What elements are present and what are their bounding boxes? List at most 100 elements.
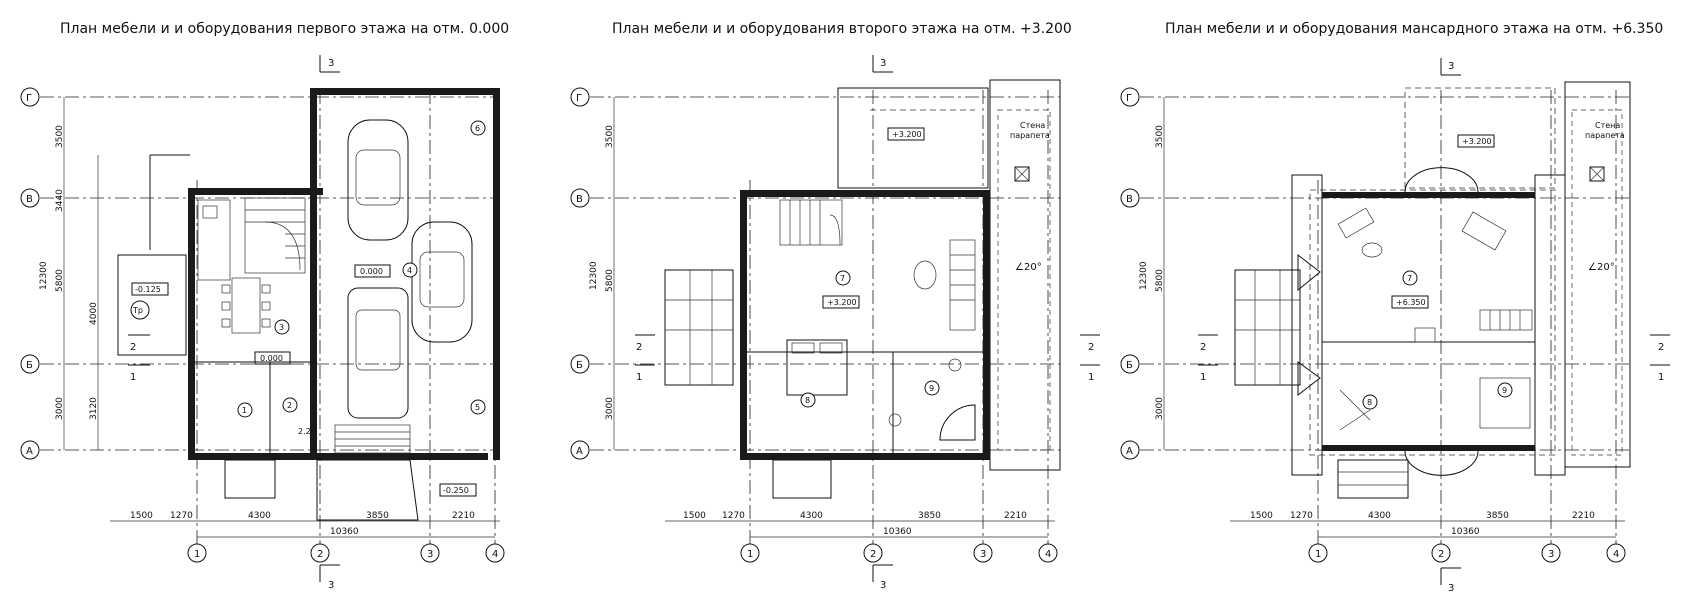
svg-text:1: 1 (130, 372, 136, 383)
svg-text:1: 1 (242, 406, 247, 415)
svg-text:12300: 12300 (39, 261, 49, 290)
svg-text:2.2: 2.2 (298, 427, 311, 436)
svg-text:1: 1 (1315, 549, 1321, 560)
axis-label-a: А (26, 446, 33, 457)
svg-text:9: 9 (1502, 386, 1507, 395)
svg-text:В: В (1126, 194, 1133, 205)
svg-text:2: 2 (870, 549, 876, 560)
svg-text:1: 1 (1200, 372, 1206, 383)
svg-text:3440: 3440 (55, 189, 65, 212)
svg-text:3: 3 (1548, 549, 1554, 560)
svg-text:1500: 1500 (683, 511, 706, 521)
svg-text:2210: 2210 (452, 511, 475, 521)
svg-text:Стена: Стена (1595, 121, 1620, 130)
svg-text:1: 1 (194, 549, 200, 560)
plan-1-title: План мебели и и оборудования первого эта… (60, 21, 509, 37)
svg-text:12300: 12300 (1139, 261, 1149, 290)
svg-text:3500: 3500 (1155, 125, 1165, 148)
svg-text:1270: 1270 (1290, 511, 1313, 521)
svg-text:3: 3 (880, 58, 886, 69)
svg-text:∠20°: ∠20° (1015, 262, 1042, 273)
svg-text:+3.200: +3.200 (892, 130, 922, 139)
svg-text:А: А (576, 446, 583, 457)
svg-text:1: 1 (636, 372, 642, 383)
svg-text:-0.250: -0.250 (443, 486, 469, 495)
axis-label-v: В (26, 194, 33, 205)
svg-text:0.000: 0.000 (360, 267, 383, 276)
axis-bubble-a (20, 440, 40, 460)
svg-text:7: 7 (840, 274, 845, 283)
svg-text:Б: Б (1126, 360, 1133, 371)
axis-bubble-g (20, 87, 40, 107)
svg-text:3: 3 (328, 58, 334, 69)
svg-text:+3.200: +3.200 (1462, 137, 1492, 146)
svg-text:3500: 3500 (55, 125, 65, 148)
svg-text:4: 4 (492, 549, 498, 560)
svg-text:4: 4 (1045, 549, 1051, 560)
svg-text:2: 2 (287, 401, 292, 410)
plan-ground-floor: План мебели и и оборудования первого эта… (20, 21, 509, 591)
svg-text:3: 3 (328, 580, 334, 591)
svg-text:4: 4 (1613, 549, 1619, 560)
svg-text:7: 7 (1407, 274, 1412, 283)
plan-2-title: План мебели и и оборудования второго эта… (612, 21, 1072, 37)
svg-text:Стена: Стена (1020, 121, 1045, 130)
svg-text:2: 2 (1658, 342, 1664, 353)
svg-text:1: 1 (1088, 372, 1094, 383)
svg-text:9: 9 (929, 384, 934, 393)
svg-text:3850: 3850 (366, 511, 389, 521)
svg-text:4000: 4000 (89, 302, 99, 325)
svg-text:Г: Г (1126, 93, 1132, 104)
kitchen-counter (197, 199, 231, 281)
svg-text:4300: 4300 (1368, 511, 1391, 521)
svg-text:3: 3 (1448, 61, 1454, 72)
svg-text:2: 2 (636, 342, 642, 353)
svg-text:Г: Г (576, 93, 582, 104)
svg-text:5: 5 (475, 403, 480, 412)
plan-attic-floor: План мебели и и оборудования мансардного… (1120, 21, 1670, 594)
svg-text:А: А (1126, 446, 1133, 457)
svg-text:10360: 10360 (1451, 527, 1480, 537)
svg-text:5800: 5800 (55, 269, 65, 292)
svg-text:2: 2 (130, 342, 136, 353)
svg-text:3: 3 (279, 323, 284, 332)
plan-second-floor: План мебели и и оборудования второго эта… (570, 21, 1100, 591)
svg-text:8: 8 (1367, 398, 1372, 407)
svg-text:3850: 3850 (1486, 511, 1509, 521)
svg-text:5800: 5800 (605, 269, 615, 292)
svg-text:2: 2 (1200, 342, 1206, 353)
svg-text:2: 2 (1438, 549, 1444, 560)
svg-text:4300: 4300 (248, 511, 271, 521)
svg-text:1270: 1270 (170, 511, 193, 521)
svg-text:3: 3 (427, 549, 433, 560)
svg-text:12300: 12300 (589, 261, 599, 290)
svg-text:3120: 3120 (89, 397, 99, 420)
svg-text:1: 1 (1658, 372, 1664, 383)
svg-text:8: 8 (805, 396, 810, 405)
svg-text:2: 2 (317, 549, 323, 560)
svg-text:1270: 1270 (722, 511, 745, 521)
svg-text:В: В (576, 194, 583, 205)
svg-text:3: 3 (880, 580, 886, 591)
svg-text:+3.200: +3.200 (827, 298, 857, 307)
svg-text:6: 6 (475, 124, 480, 133)
svg-text:2210: 2210 (1572, 511, 1595, 521)
axis-label-g: Г (26, 93, 32, 104)
svg-text:10360: 10360 (883, 527, 912, 537)
svg-text:10360: 10360 (330, 527, 359, 537)
axis-bubble-b (20, 354, 40, 374)
stair-ground (244, 197, 306, 274)
svg-text:3850: 3850 (918, 511, 941, 521)
svg-text:4: 4 (407, 266, 412, 275)
dining-table (231, 277, 261, 334)
plan-3-title: План мебели и и оборудования мансардного… (1165, 21, 1663, 37)
svg-text:3: 3 (1448, 583, 1454, 594)
svg-text:парапета: парапета (1585, 131, 1625, 140)
car-1 (347, 119, 409, 241)
svg-text:1: 1 (747, 549, 753, 560)
svg-text:3500: 3500 (605, 125, 615, 148)
svg-text:2210: 2210 (1004, 511, 1027, 521)
svg-text:3000: 3000 (55, 397, 65, 420)
svg-text:+6.350: +6.350 (1396, 298, 1426, 307)
